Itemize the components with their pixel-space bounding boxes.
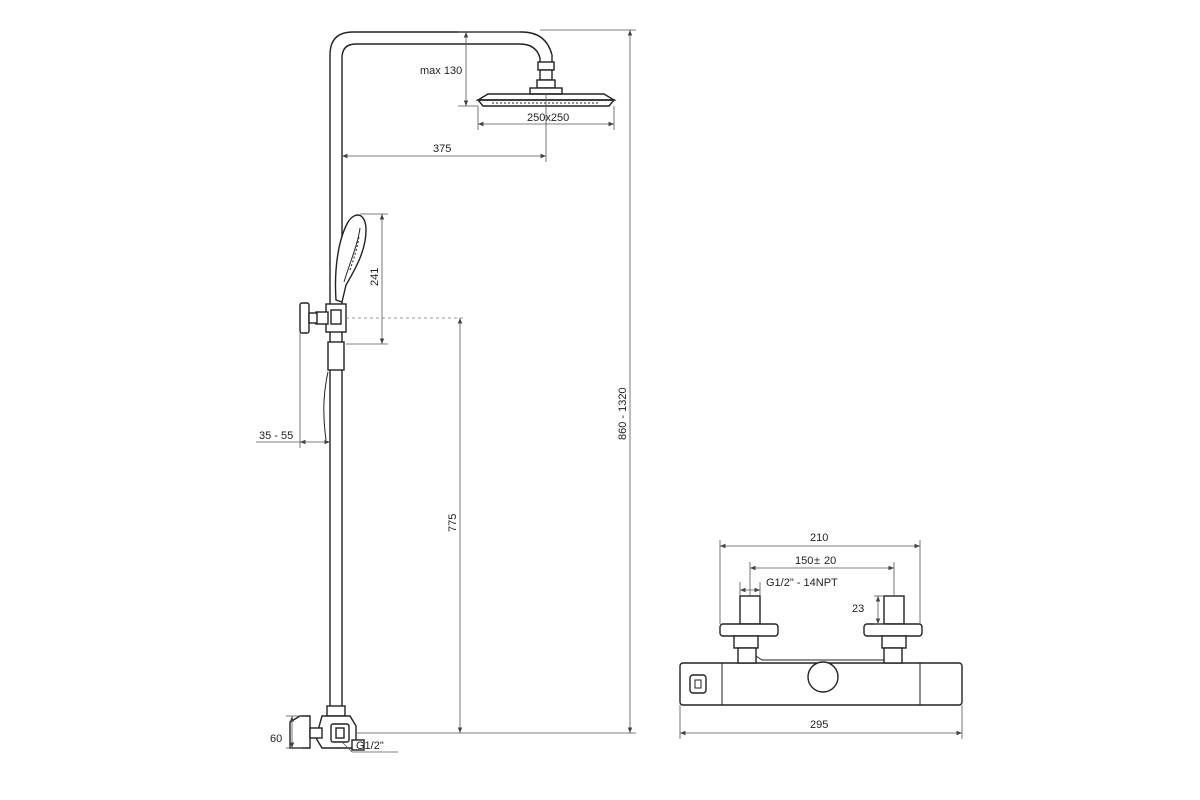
dim-arm-reach: 375	[433, 143, 451, 155]
mixer-button	[689, 674, 707, 694]
dim-head-drop: max 130	[420, 65, 462, 77]
right-eccentric	[863, 595, 923, 664]
dim-bottom-offset: 60	[270, 733, 282, 745]
dim-inlet-depth: 23	[852, 603, 864, 615]
dim-holder-height: 775	[447, 514, 459, 532]
thermostatic-mixer: 210 150 ± 20 G1/2" - 14NPT 23 295	[679, 532, 963, 739]
mixer-outlet-circle	[807, 661, 839, 693]
shower-column: max 130 250x250 375 241 35 - 55 775 860 …	[256, 29, 636, 753]
left-eccentric	[719, 595, 779, 664]
dim-inlet-tolerance-value: 20	[824, 555, 836, 567]
dim-inlet-spacing: 150	[795, 555, 813, 567]
mixer-dimension-lines	[679, 540, 963, 739]
dim-bottom-connection: G1/2"	[356, 740, 384, 752]
dim-total-height: 860 - 1320	[617, 387, 629, 440]
slider-holder	[299, 302, 347, 371]
dimension-lines	[256, 29, 636, 753]
hand-shower	[334, 214, 367, 303]
dim-mixer-width: 210	[810, 532, 828, 544]
dim-handshower-length: 241	[369, 268, 381, 286]
dim-wall-distance: 35 - 55	[259, 430, 293, 442]
shower-hose	[323, 371, 329, 441]
bottom-connection	[289, 705, 365, 751]
dim-inlet-tolerance-sign: ±	[814, 555, 820, 567]
head-connector	[529, 61, 563, 95]
dim-inlet-thread: G1/2" - 14NPT	[766, 577, 838, 589]
dim-mixer-length: 295	[810, 719, 828, 731]
dim-head-size: 250x250	[527, 112, 569, 124]
